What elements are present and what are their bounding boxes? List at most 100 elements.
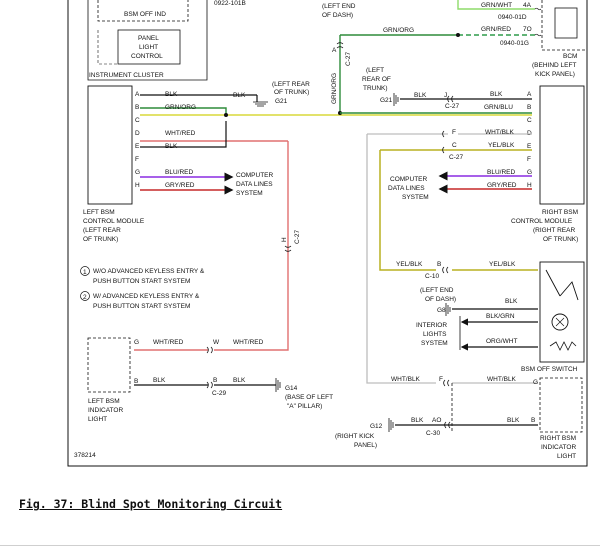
bcm-label: BCM xyxy=(563,53,577,60)
left-light-blk-b: BLK xyxy=(233,377,246,384)
left-wire-b-label: GRN/ORG xyxy=(165,104,196,111)
center-pin-j-label: J xyxy=(444,92,447,99)
left-pin-a: A xyxy=(135,91,140,98)
right-module-name-3: (RIGHT REAR xyxy=(533,227,575,234)
left-module-name-4: OF TRUNK) xyxy=(83,236,118,243)
interior-lights-label-1: INTERIOR xyxy=(416,322,447,329)
bottom-divider xyxy=(0,545,600,546)
right-light-c30: C-30 xyxy=(426,430,440,437)
switch-c10-label: C-10 xyxy=(425,273,439,280)
left-light-wht-red: WHT/RED xyxy=(153,339,184,346)
right-kick-label-2: PANEL) xyxy=(354,442,377,449)
right-pin-g: G xyxy=(527,169,532,176)
left-module-pins: A B C D E F G H xyxy=(135,91,140,189)
right-pin-b: B xyxy=(527,104,531,111)
right-light-name-3: LIGHT xyxy=(557,453,576,460)
right-light-wht-blk: WHT/BLK xyxy=(391,376,421,383)
left-wire-d-label: WHT/RED xyxy=(165,130,196,137)
pin-4a-label: 4A xyxy=(523,2,532,9)
right-wire-e-label: YEL/BLK xyxy=(488,142,515,149)
note-2-line-2: PUSH BUTTON START SYSTEM xyxy=(93,303,190,310)
right-module-pins: A B C D E F G H xyxy=(527,91,532,189)
note-mark-1: 1 xyxy=(83,269,87,276)
wht-red-c27-label: C-27 xyxy=(294,230,301,244)
pin-7o-label: 7O xyxy=(523,26,532,33)
switch-left-end-label-1: (LEFT END xyxy=(420,287,454,294)
grn-org-vertical-label: GRN/ORG xyxy=(331,73,338,104)
right-computer-label-2: DATA LINES xyxy=(388,185,425,192)
right-wire-g-label: BLU/RED xyxy=(487,169,515,176)
switch-pin-b-label: B xyxy=(437,261,441,268)
bcm-area: (LEFT END OF DASH) GRN/WHT 4A 0940-01D G… xyxy=(322,0,587,78)
interior-lights-label-3: SYSTEM xyxy=(421,340,448,347)
left-pin-h: H xyxy=(135,182,140,189)
left-pin-f: F xyxy=(135,156,139,163)
left-pin-g: G xyxy=(135,169,140,176)
right-pin-h: H xyxy=(527,182,532,189)
grn-org-top-label: GRN/ORG xyxy=(383,27,414,34)
right-pin-c: C xyxy=(527,117,532,124)
behind-kick-label-1: (BEHIND LEFT xyxy=(532,62,576,69)
diagram-id: 378214 xyxy=(74,452,96,459)
right-wire-a-label: BLK xyxy=(490,91,503,98)
left-end-dash-label-2: OF DASH) xyxy=(322,12,353,19)
switch-yel-blk-right-label: YEL/BLK xyxy=(489,261,516,268)
left-pin-d: D xyxy=(135,130,140,137)
left-wire-g-label: BLU/RED xyxy=(165,169,193,176)
left-light-pin-g: G xyxy=(134,339,139,346)
part-number-label: 0922-101B xyxy=(214,0,246,7)
switch-org-wht-label: ORG/WHT xyxy=(486,338,517,345)
right-bsm-control-module: A B C D E F G H BLK GRN/BLU WHT/BLK F YE… xyxy=(366,85,585,384)
center-c27-right-label: C-27 xyxy=(445,103,459,110)
note-mark-2: 2 xyxy=(83,294,87,301)
switch-g8-label: G8 xyxy=(437,307,446,314)
grn-red-label: GRN/RED xyxy=(481,26,511,33)
left-rear-trunk-label-1: (LEFT REAR xyxy=(272,81,310,88)
right-light-pin-ao: AO xyxy=(432,417,441,424)
switch-left-end-label-2: OF DASH) xyxy=(425,296,456,303)
right-pin-f: F xyxy=(527,156,531,163)
right-light-name-2: INDICATOR xyxy=(541,444,576,451)
left-light-name-3: LIGHT xyxy=(88,416,107,423)
left-rear-label-1: (LEFT xyxy=(366,67,384,74)
right-light-g12: G12 xyxy=(370,423,383,430)
right-light-pin-g: G xyxy=(533,379,538,386)
left-light-c29: C-29 xyxy=(212,390,226,397)
right-light-blk-right: BLK xyxy=(507,417,520,424)
switch-blk-label: BLK xyxy=(505,298,518,305)
grn-wht-label: GRN/WHT xyxy=(481,2,512,9)
right-computer-label-3: SYSTEM xyxy=(402,194,429,201)
left-rear-label-3: TRUNK) xyxy=(363,85,388,92)
switch-blk-grn-label: BLK/GRN xyxy=(486,313,515,320)
left-light-pin-w: W xyxy=(213,339,220,346)
bsm-off-switch-label: BSM OFF SWITCH xyxy=(521,366,578,373)
left-bsm-control-module: A B C D E F G H BLK GRN/ORG WHT/RED BLK … xyxy=(83,85,301,351)
center-blk-right-label: BLK xyxy=(414,92,427,99)
notes: 1 W/O ADVANCED KEYLESS ENTRY & PUSH BUTT… xyxy=(80,266,205,310)
left-module-name-2: CONTROL MODULE xyxy=(83,218,145,225)
right-pin-f-label: F xyxy=(452,129,456,136)
right-pin-a: A xyxy=(527,91,532,98)
right-bsm-indicator-light: WHT/BLK F WHT/BLK G G12 BLK AO C-30 BLK … xyxy=(335,376,583,460)
left-module-name-3: (LEFT REAR xyxy=(83,227,121,234)
left-computer-label-2: DATA LINES xyxy=(236,181,273,188)
bsm-off-switch: YEL/BLK B C-10 YEL/BLK (LEFT END OF DASH… xyxy=(396,261,585,373)
left-rear-trunk-label-2: OF TRUNK) xyxy=(274,89,309,96)
interior-lights-label-2: LIGHTS xyxy=(423,331,447,338)
left-wire-h-label: GRY/RED xyxy=(165,182,195,189)
left-wire-a-label: BLK xyxy=(165,91,178,98)
wht-red-h-pin: H xyxy=(281,237,288,242)
right-light-pin-b: B xyxy=(531,417,535,424)
left-pin-e: E xyxy=(135,143,140,150)
diagram-frame xyxy=(67,0,588,467)
left-light-base-2: "A" PILLAR) xyxy=(287,403,322,410)
conn-0940-01g-label: 0940-01G xyxy=(500,40,529,47)
instrument-cluster-label: INSTRUMENT CLUSTER xyxy=(89,72,164,79)
behind-kick-label-2: KICK PANEL) xyxy=(535,71,575,78)
right-wire-d-label: WHT/BLK xyxy=(485,129,515,136)
right-light-pin-f: F xyxy=(439,376,443,383)
right-module-name-1: RIGHT BSM xyxy=(542,209,578,216)
conn-0940-01d-label: 0940-01D xyxy=(498,14,527,21)
right-module-name-4: OF TRUNK) xyxy=(543,236,578,243)
